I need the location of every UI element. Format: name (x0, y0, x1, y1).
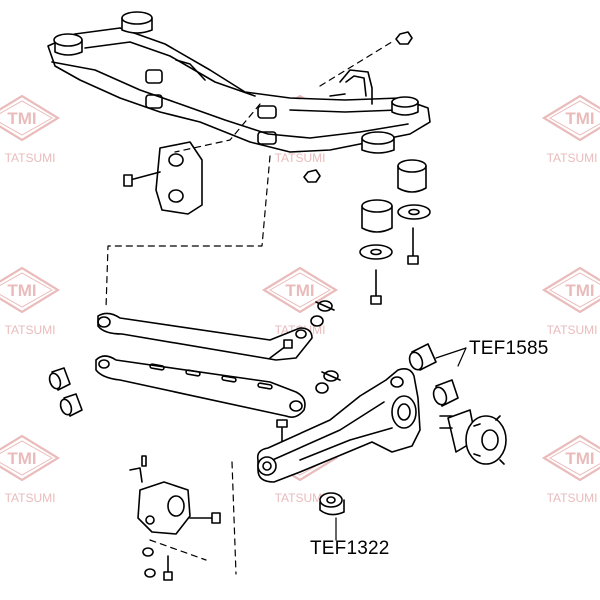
svg-text:TMI: TMI (565, 109, 594, 128)
mount-bolt (123, 171, 161, 187)
subframe-nut (395, 31, 413, 45)
knuckle-fastener (141, 455, 147, 467)
svg-text:TATSUMI: TATSUMI (275, 491, 326, 505)
knuckle-nut (142, 547, 154, 557)
trailing-arm (256, 368, 421, 483)
svg-text:TMI: TMI (7, 109, 36, 128)
link-nut (310, 315, 324, 327)
subframe-mount-rear-right (391, 96, 419, 116)
svg-text:TATSUMI: TATSUMI (547, 151, 598, 165)
svg-text:TATSUMI: TATSUMI (275, 151, 326, 165)
svg-text:TMI: TMI (7, 281, 36, 300)
svg-text:TATSUMI: TATSUMI (5, 323, 56, 337)
trailing-arm-bushing (408, 343, 437, 371)
svg-text:TMI: TMI (7, 449, 36, 468)
bushing-washer (359, 244, 393, 260)
camber-washer (321, 370, 341, 382)
watermark-tmi-logo: TMI TATSUMI (0, 266, 60, 337)
subframe-nut (303, 169, 321, 183)
rear-knuckle-bracket (129, 467, 191, 535)
differential-mount-bushing (155, 141, 203, 215)
watermark-tmi-logo: TMI TATSUMI (0, 434, 60, 505)
camber-washer (315, 300, 335, 312)
link-bushing (48, 367, 71, 391)
link-nut (315, 382, 329, 394)
part-number-label-tef1585: TEF1585 (469, 338, 549, 359)
svg-text:TATSUMI: TATSUMI (547, 491, 598, 505)
knuckle-bolt (189, 512, 221, 524)
lower-lateral-link (95, 355, 306, 418)
watermark-tmi-logo: TMI TATSUMI (542, 434, 600, 505)
subframe-bushing-upper (397, 159, 427, 193)
upper-lateral-link (97, 312, 313, 361)
watermark-tmi-logo: TMI TATSUMI (542, 94, 600, 165)
trailing-arm-bushing (319, 492, 345, 516)
subframe-bolt (370, 269, 382, 305)
svg-text:TMI: TMI (285, 281, 314, 300)
svg-text:TMI: TMI (565, 281, 594, 300)
svg-text:TATSUMI: TATSUMI (5, 491, 56, 505)
watermark-tmi-logo: TMI TATSUMI (542, 266, 600, 337)
assembly-leader-lines (105, 39, 396, 575)
knuckle-fastener (144, 568, 156, 578)
subframe-bolt (407, 227, 419, 265)
wheel-hub-bearing (439, 409, 507, 465)
svg-text:TMI: TMI (565, 449, 594, 468)
subframe-mount-front-right (121, 11, 153, 34)
svg-text:TATSUMI: TATSUMI (5, 151, 56, 165)
knuckle-bolt (163, 555, 173, 581)
subframe-mount-front-left (53, 33, 83, 56)
link-bushing (59, 393, 83, 417)
watermark-tmi-logo: TMI TATSUMI (0, 94, 60, 165)
callout-leader-upper (435, 347, 467, 367)
svg-text:TATSUMI: TATSUMI (547, 323, 598, 337)
trailing-arm-bushing (432, 379, 459, 407)
part-number-label-tef1322: TEF1322 (310, 538, 390, 559)
bushing-washer (397, 204, 431, 220)
subframe-mount-rear-left (361, 131, 395, 154)
subframe-bushing-lower (361, 199, 393, 233)
rear-subframe (47, 27, 431, 153)
link-bolt (269, 339, 293, 359)
